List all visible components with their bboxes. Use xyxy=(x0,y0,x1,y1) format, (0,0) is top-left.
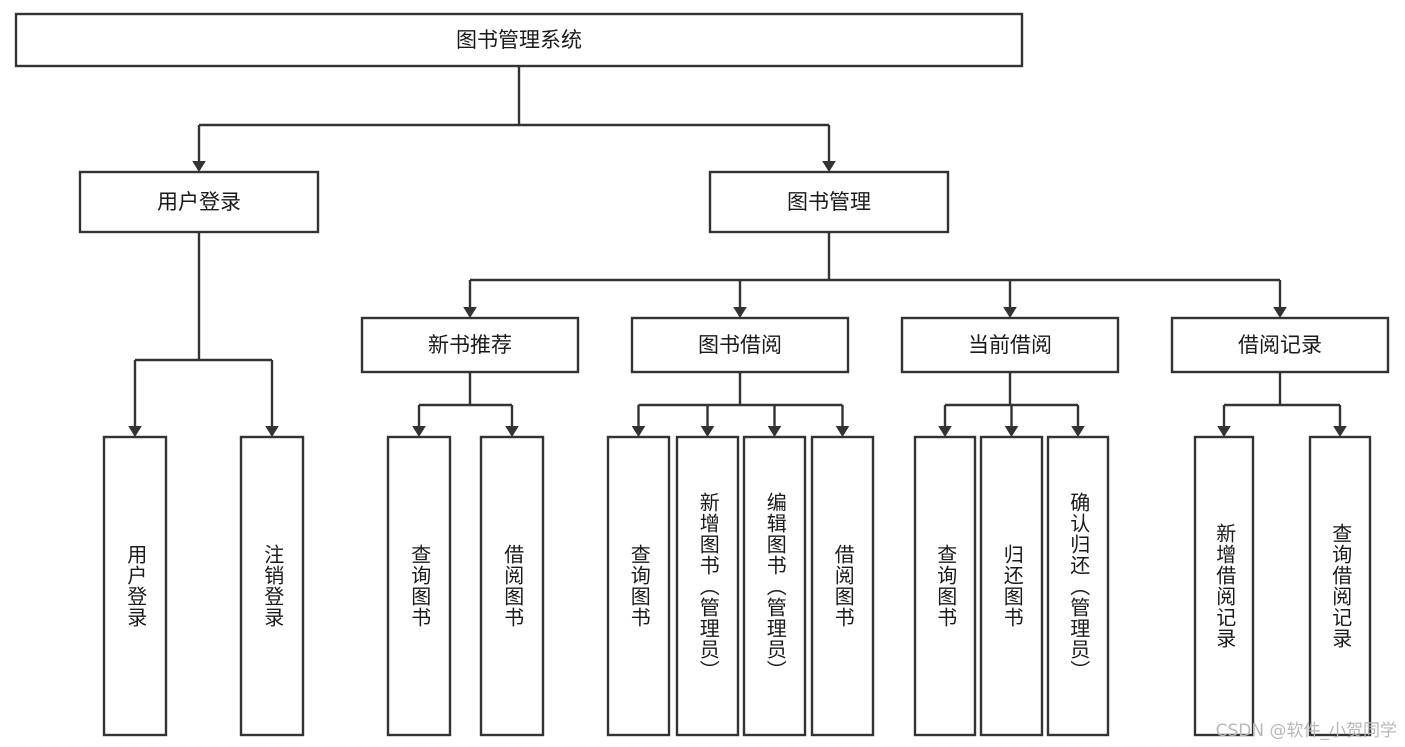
node-box-leaf-query-borrow-record[interactable] xyxy=(1308,435,1372,737)
arrow-head-icon xyxy=(505,426,519,437)
node-box-current-borrow[interactable] xyxy=(900,316,1120,374)
arrow-head-icon xyxy=(767,426,782,437)
arrow-head-icon xyxy=(265,426,279,437)
arrow-head-icon xyxy=(192,161,206,172)
arrow-head-icon xyxy=(1273,307,1287,318)
node-box-root[interactable] xyxy=(14,12,1024,68)
arrow-head-icon xyxy=(1333,426,1347,437)
arrow-head-icon xyxy=(938,426,952,437)
node-box-leaf-borrow-book[interactable] xyxy=(810,435,875,737)
node-label-new-book-recommend: 新书推荐 xyxy=(428,333,512,357)
node-box-leaf-edit-book[interactable] xyxy=(742,435,807,737)
arrow-head-icon xyxy=(412,426,426,437)
node-box-leaf-borrow-book-recommend[interactable] xyxy=(479,435,545,737)
arrow-head-icon xyxy=(1004,426,1019,437)
node-box-leaf-add-book[interactable] xyxy=(675,435,740,737)
node-box-book-manage[interactable] xyxy=(708,170,950,234)
arrow-head-icon xyxy=(733,307,747,318)
arrow-head-icon xyxy=(1003,307,1017,318)
node-boxes xyxy=(14,12,1390,737)
arrow-head-icon xyxy=(1217,426,1231,437)
arrow-head-icon xyxy=(1071,426,1085,437)
arrow-head-icon xyxy=(128,426,142,437)
node-box-user-login[interactable] xyxy=(78,170,320,234)
arrow-head-icon xyxy=(835,426,850,437)
arrow-head-icon xyxy=(631,426,646,437)
node-box-new-book-recommend[interactable] xyxy=(360,316,580,374)
node-box-leaf-confirm-return[interactable] xyxy=(1046,435,1110,737)
node-label-user-login: 用户登录 xyxy=(157,190,241,214)
node-box-leaf-add-borrow-record[interactable] xyxy=(1193,435,1255,737)
node-box-leaf-query-book-current[interactable] xyxy=(913,435,977,737)
arrow-head-icon xyxy=(463,307,477,318)
node-box-leaf-return-book[interactable] xyxy=(979,435,1044,737)
connector-lines xyxy=(128,66,1347,437)
node-box-borrow-record[interactable] xyxy=(1170,316,1390,374)
node-box-leaf-query-book-borrow[interactable] xyxy=(606,435,671,737)
node-label-root: 图书管理系统 xyxy=(456,28,582,52)
node-box-book-borrow[interactable] xyxy=(630,316,850,374)
node-box-leaf-query-book-recommend[interactable] xyxy=(386,435,452,737)
node-label-book-borrow: 图书借阅 xyxy=(698,333,782,357)
node-box-leaf-logout[interactable] xyxy=(239,435,305,737)
node-label-borrow-record: 借阅记录 xyxy=(1238,333,1322,357)
arrow-head-icon xyxy=(700,426,715,437)
arrow-head-icon xyxy=(822,161,836,172)
node-label-book-manage: 图书管理 xyxy=(787,190,871,214)
csdn-watermark: CSDN @软件_小贺同学 xyxy=(1215,721,1397,741)
node-label-current-borrow: 当前借阅 xyxy=(968,333,1052,357)
node-box-leaf-user-login[interactable] xyxy=(102,435,168,737)
